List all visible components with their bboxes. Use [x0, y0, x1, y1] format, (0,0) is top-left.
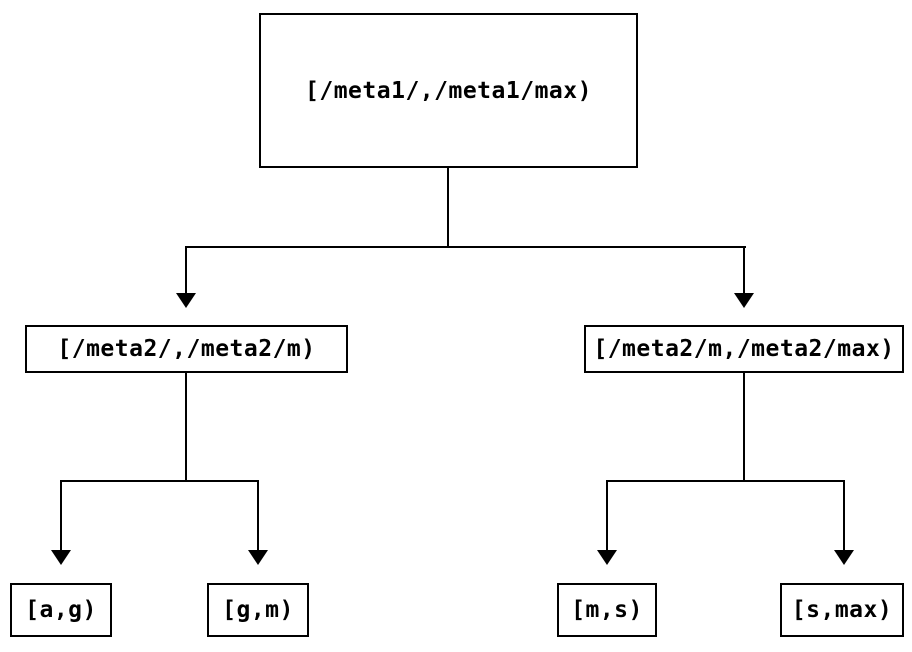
node-leaf-g-m-label: [g,m) — [222, 597, 294, 623]
node-meta2-lower: [/meta2/,/meta2/m) — [25, 325, 348, 373]
edge-lower-stub — [185, 373, 187, 482]
node-meta2-upper: [/meta2/m,/meta2/max) — [584, 325, 904, 373]
edge-root-crossbar — [186, 246, 746, 248]
edge-lower-crossbar — [60, 480, 259, 482]
arrowhead-down-icon — [248, 550, 268, 565]
arrowhead-down-icon — [51, 550, 71, 565]
arrowhead-down-icon — [734, 293, 754, 308]
node-leaf-s-max: [s,max) — [780, 583, 904, 637]
node-root-label: [/meta1/,/meta1/max) — [305, 77, 592, 104]
edge-root-stub — [447, 168, 449, 248]
edge-upper-to-smax-drop — [843, 480, 845, 550]
node-leaf-a-g: [a,g) — [10, 583, 112, 637]
edge-upper-stub — [743, 373, 745, 482]
arrowhead-down-icon — [834, 550, 854, 565]
edge-upper-crossbar — [606, 480, 845, 482]
node-leaf-g-m: [g,m) — [207, 583, 309, 637]
node-meta2-lower-label: [/meta2/,/meta2/m) — [57, 336, 316, 362]
edge-upper-to-ms-drop — [606, 480, 608, 550]
node-root: [/meta1/,/meta1/max) — [259, 13, 638, 168]
node-leaf-m-s-label: [m,s) — [571, 597, 643, 623]
edge-lower-to-ag-drop — [60, 480, 62, 550]
edge-root-to-upper-drop — [743, 246, 745, 293]
node-leaf-s-max-label: [s,max) — [791, 597, 893, 623]
node-leaf-m-s: [m,s) — [557, 583, 657, 637]
edge-root-to-lower-drop — [185, 246, 187, 293]
arrowhead-down-icon — [597, 550, 617, 565]
node-leaf-a-g-label: [a,g) — [25, 597, 97, 623]
node-meta2-upper-label: [/meta2/m,/meta2/max) — [593, 336, 895, 362]
edge-lower-to-gm-drop — [257, 480, 259, 550]
arrowhead-down-icon — [176, 293, 196, 308]
